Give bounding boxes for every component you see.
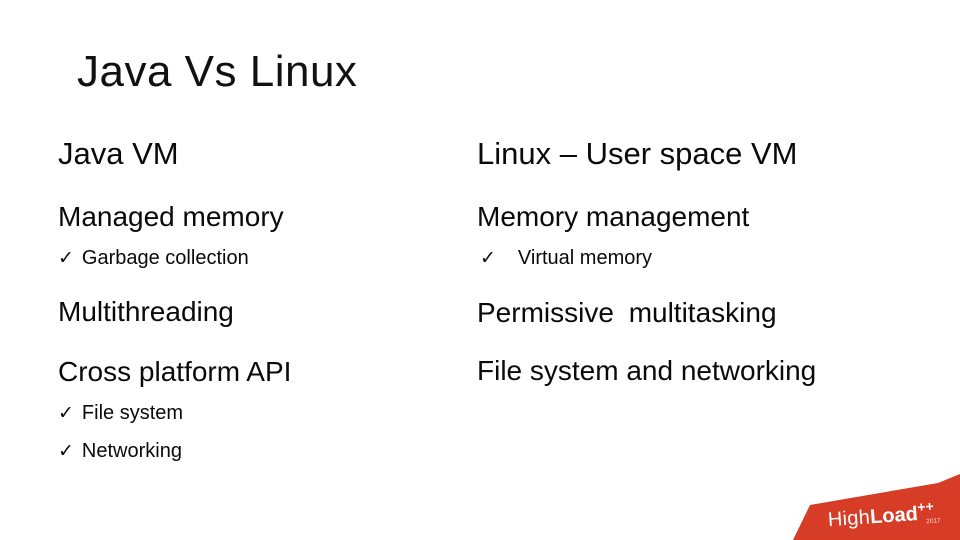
- left-item-managed-memory: Managed memory: [58, 201, 284, 232]
- left-item-networking: ✓ Networking: [58, 440, 182, 463]
- left-column-heading: Java VM: [58, 136, 179, 171]
- right-column-heading: Linux – User space VM: [477, 136, 798, 171]
- logo-wordmark: HighLoad++: [827, 498, 935, 531]
- left-item-multithreading: Multithreading: [58, 296, 234, 327]
- check-item-label: Networking: [81, 440, 182, 462]
- check-icon: ✓: [58, 441, 74, 462]
- right-item-permissive-multitasking: Permissive multitasking: [477, 297, 777, 328]
- check-icon: ✓: [58, 403, 74, 424]
- right-item-file-system-networking: File system and networking: [477, 355, 817, 386]
- slide-title: Java Vs Linux: [77, 47, 358, 96]
- check-icon: ✓: [58, 248, 74, 269]
- left-item-file-system: ✓ File system: [58, 402, 183, 425]
- left-item-garbage-collection: ✓ Garbage collection: [58, 247, 249, 270]
- logo-year: 2017: [926, 517, 941, 525]
- left-item-cross-platform-api: Cross platform API: [58, 356, 292, 387]
- logo-banner-shape: [793, 474, 960, 540]
- check-icon: ✓: [480, 248, 496, 269]
- check-item-label: Virtual memory: [517, 247, 653, 269]
- check-item-label: Garbage collection: [81, 247, 249, 269]
- right-item-memory-management: Memory management: [477, 201, 750, 232]
- check-item-label: File system: [81, 402, 184, 424]
- highload-logo: HighLoad++ 2017: [793, 474, 960, 540]
- right-item-virtual-memory: ✓ Virtual memory: [480, 247, 652, 270]
